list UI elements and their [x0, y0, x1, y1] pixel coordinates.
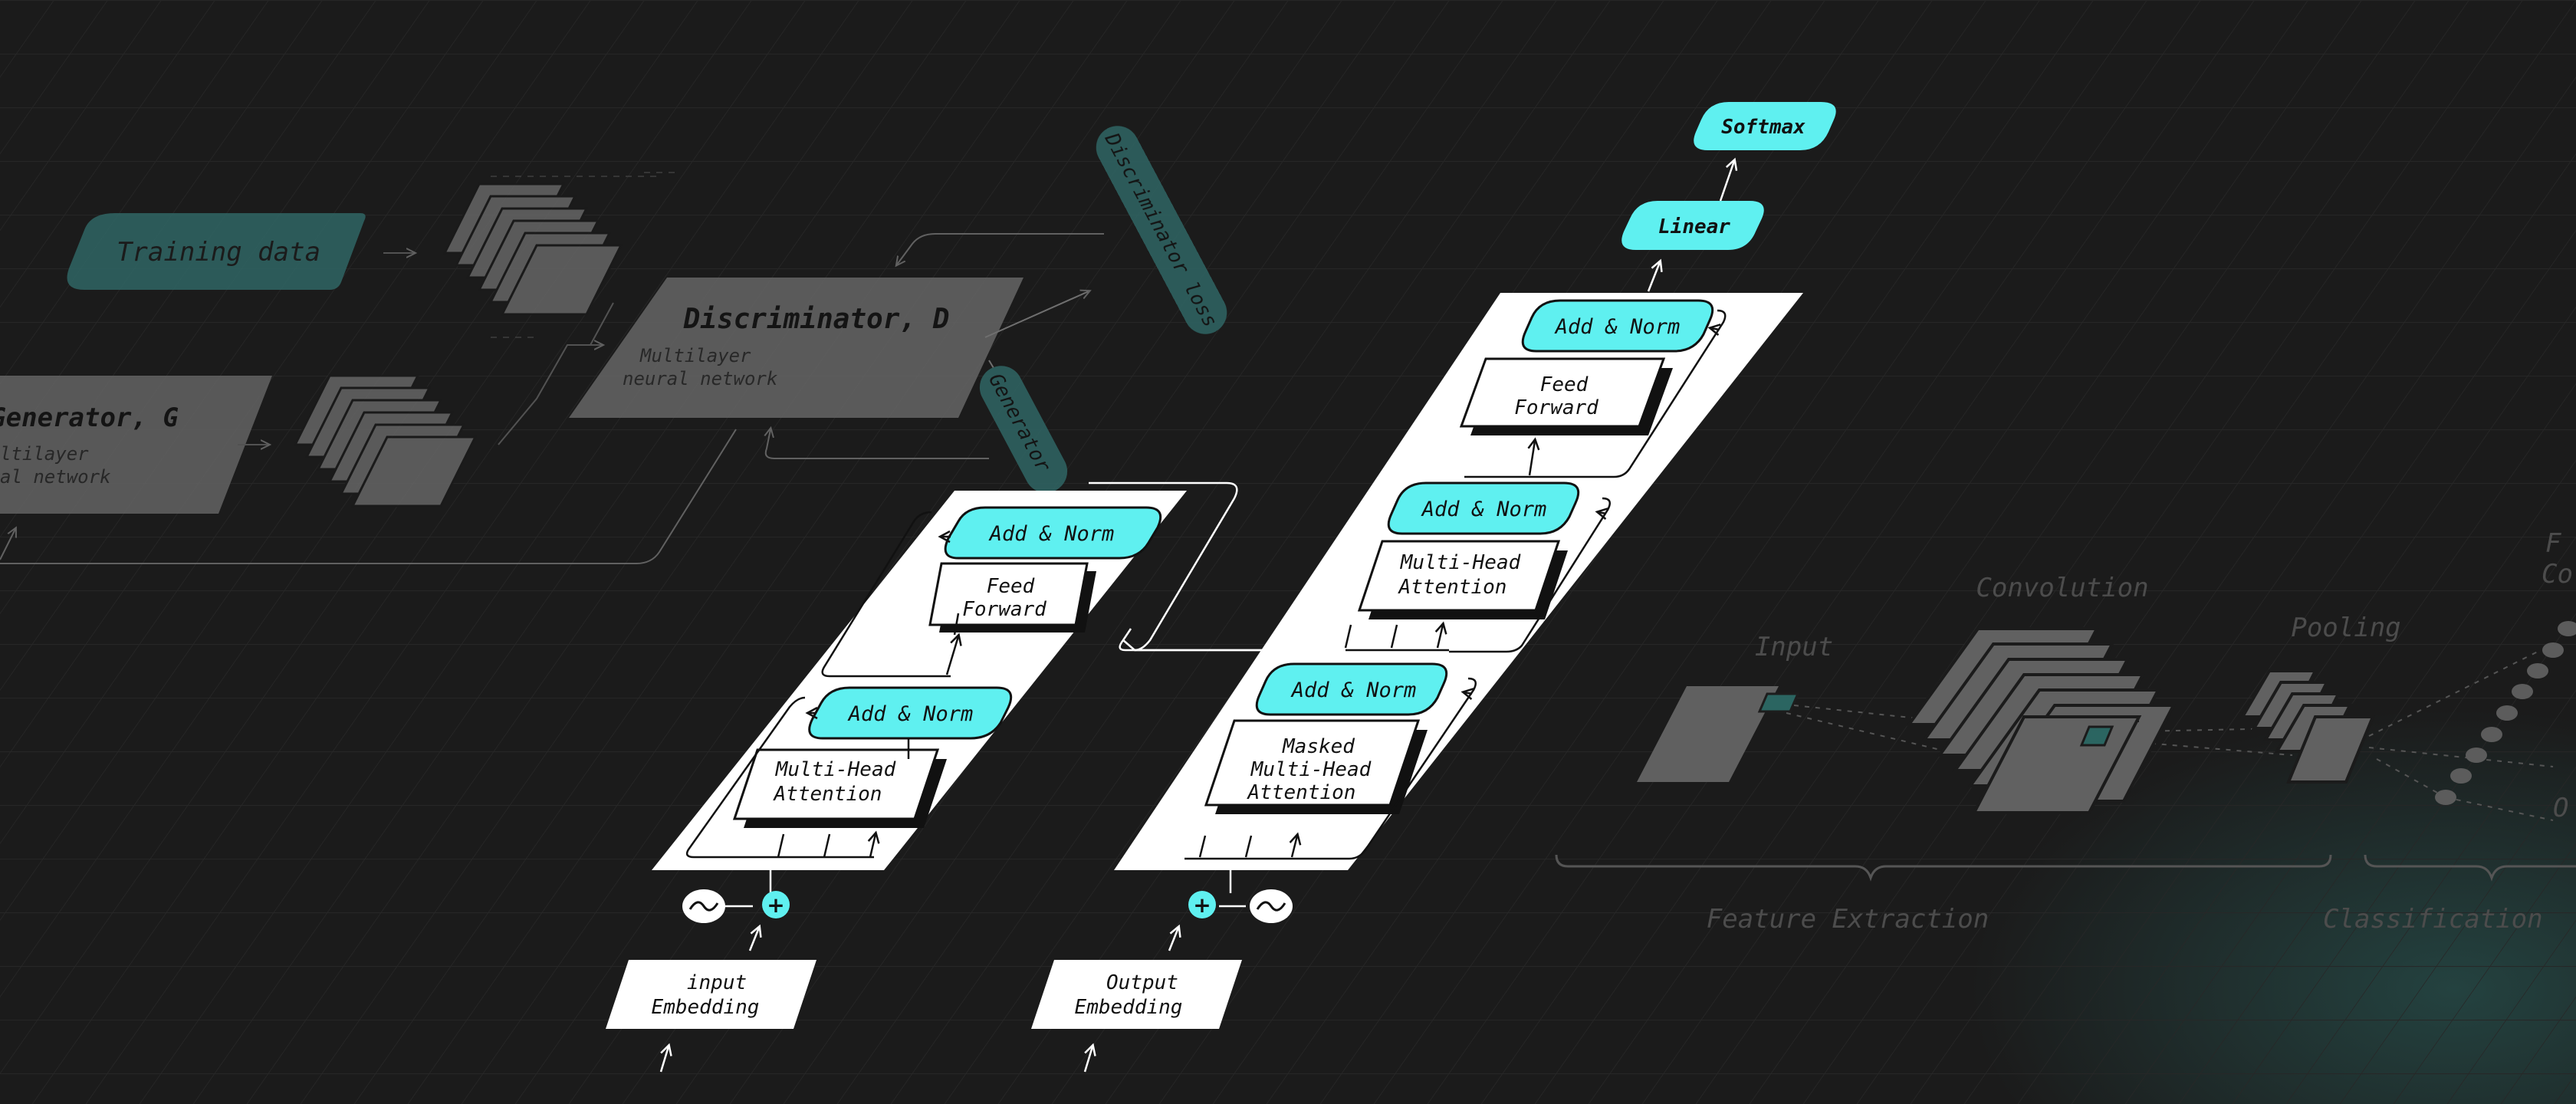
feature-extraction-label: Feature Extraction	[1707, 904, 1989, 935]
decoder-embedding-line1: Output	[1106, 971, 1178, 994]
decoder-multi-head-attention	[1357, 540, 1561, 612]
transformer-encoder: Add & Norm Feed Forward Add & Norm Multi…	[606, 491, 1187, 1073]
cnn-input-plane	[1637, 686, 1779, 782]
encoder-feed-forward	[928, 562, 1089, 626]
cnn-input-label: Input	[1755, 632, 1833, 662]
decoder-add-norm-top-label: Add & Norm	[1554, 315, 1681, 339]
discriminator-title: Discriminator, D	[683, 304, 950, 335]
softmax-pill	[1694, 102, 1836, 150]
real-samples-stack	[442, 182, 623, 316]
encoder-add-norm-top-label: Add & Norm	[988, 522, 1115, 546]
transformer-decoder: Softmax Linear Add & Norm Feed Forward A…	[1031, 102, 1836, 1073]
decoder-add-norm-bottom-label: Add & Norm	[1290, 678, 1417, 702]
discriminator-block	[569, 278, 1024, 418]
encoder-mha-line2: Attention	[773, 783, 882, 806]
softmax-label: Softmax	[1721, 116, 1806, 139]
fake-samples-stack	[293, 374, 478, 508]
encoder-ff-line1: Feed	[987, 575, 1035, 598]
decoder-embedding-line2: Embedding	[1075, 996, 1183, 1019]
encoder-input-embedding	[606, 960, 816, 1029]
generator-sub1: ltilayer	[0, 443, 89, 465]
feature-extraction-brace	[1555, 854, 2332, 882]
cnn-pool-stack	[2239, 669, 2375, 784]
linear-pill	[1622, 201, 1764, 250]
encoder-plus-icon	[762, 891, 790, 918]
decoder-masked-line2: Multi-Head	[1250, 758, 1372, 781]
linear-label: Linear	[1658, 215, 1730, 238]
cnn-pooling-label: Pooling	[2291, 613, 2400, 643]
decoder-mha-line2: Attention	[1398, 576, 1507, 599]
decoder-feed-forward	[1459, 357, 1666, 428]
decoder-ff-line2: Forward	[1514, 396, 1598, 419]
decoder-masked-line3: Attention	[1247, 781, 1356, 804]
cnn-input-patch	[1757, 692, 1800, 713]
encoder-multi-head-attention	[732, 748, 940, 820]
cnn-fc-nodes	[2435, 621, 2576, 805]
encoder-embedding-line1: input	[687, 971, 747, 994]
decoder-plus-label: +	[1193, 892, 1211, 918]
decoder-masked-line1: Masked	[1282, 735, 1355, 758]
generator-title: Generator, G	[0, 402, 179, 433]
decoder-add-norm-mid	[1387, 481, 1580, 535]
cnn-diagram: Input Convolution Pooling F Co O	[1555, 528, 2576, 935]
decoder-add-norm-mid-label: Add & Norm	[1421, 498, 1547, 521]
decoder-mha-line1: Multi-Head	[1400, 551, 1521, 574]
cnn-fc-partial: F	[2545, 528, 2561, 559]
encoder-embedding-line2: Embedding	[652, 996, 760, 1019]
decoder-output-embedding	[1031, 960, 1242, 1029]
decoder-plus-icon	[1188, 891, 1216, 918]
encoder-plus-label: +	[767, 892, 784, 918]
encoder-decoder-link	[1089, 481, 1238, 652]
training-data-pill	[67, 213, 366, 290]
discriminator-sub1: Multilayer	[639, 345, 751, 366]
encoder-add-norm-bottom	[808, 686, 1013, 740]
training-data-label: Training data	[117, 237, 320, 268]
encoder-mha-line1: Multi-Head	[775, 758, 896, 781]
classification-brace	[2364, 854, 2576, 882]
decoder-add-norm-bottom	[1255, 662, 1448, 716]
discriminator-sub2: neural network	[623, 368, 778, 389]
decoder-add-norm-top	[1521, 299, 1714, 353]
cnn-out-partial: O	[2553, 793, 2568, 823]
decoder-masked-attention	[1204, 719, 1421, 807]
cnn-conv-patch	[2079, 725, 2114, 747]
encoder-add-norm-bottom-label: Add & Norm	[847, 702, 974, 726]
encoder-ff-line2: Forward	[962, 598, 1046, 621]
classification-label: Classification	[2323, 904, 2543, 935]
generator-sub2: al network	[0, 466, 111, 488]
generator-block	[0, 376, 272, 514]
cnn-convolution-label: Convolution	[1976, 573, 2148, 603]
decoder-ff-line1: Feed	[1540, 373, 1589, 396]
cnn-co-partial: Co	[2542, 559, 2573, 590]
encoder-add-norm-top	[944, 506, 1162, 560]
